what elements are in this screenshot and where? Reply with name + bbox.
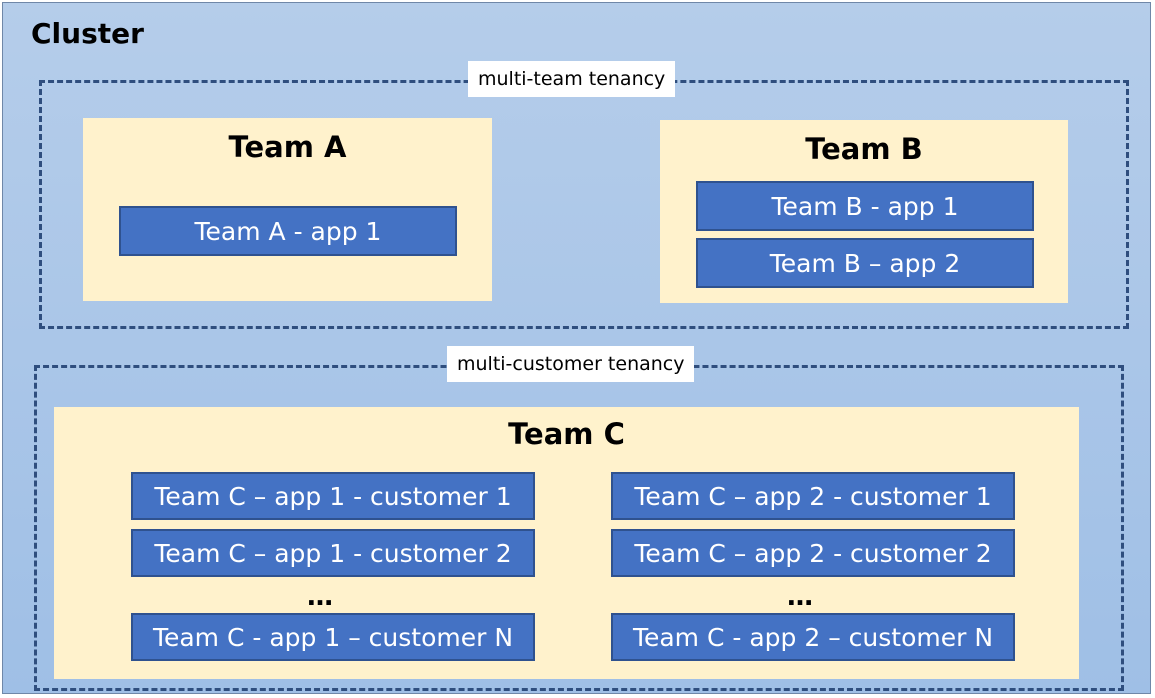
team-c-title: Team C (508, 417, 625, 451)
team-b-title: Team B (805, 132, 923, 166)
team-a-app-1: Team A - app 1 (119, 206, 457, 256)
team-a-title: Team A (228, 130, 347, 164)
team-c-box: Team C Team C – app 1 - customer 1 Team … (54, 407, 1079, 679)
team-c-app1-customer-1: Team C – app 1 - customer 1 (131, 472, 535, 520)
team-c-app1-customer-2: Team C – app 1 - customer 2 (131, 529, 535, 577)
multi-customer-tenancy-label: multi-customer tenancy (447, 346, 695, 382)
team-c-app2-ellipsis: … (787, 582, 813, 612)
cluster-title: Cluster (31, 17, 144, 50)
team-b-box: Team B Team B - app 1 Team B – app 2 (660, 120, 1068, 303)
team-c-app2-customer-1: Team C – app 2 - customer 1 (611, 472, 1015, 520)
team-b-app-1: Team B - app 1 (696, 181, 1034, 231)
team-c-app1-customer-n: Team C - app 1 – customer N (131, 613, 535, 661)
multi-team-tenancy-label: multi-team tenancy (468, 61, 676, 97)
team-c-app1-ellipsis: … (307, 582, 333, 612)
team-b-app-2: Team B – app 2 (696, 238, 1034, 288)
team-c-app2-customer-n: Team C - app 2 – customer N (611, 613, 1015, 661)
team-c-app2-customer-2: Team C – app 2 - customer 2 (611, 529, 1015, 577)
team-a-box: Team A Team A - app 1 (83, 118, 492, 301)
